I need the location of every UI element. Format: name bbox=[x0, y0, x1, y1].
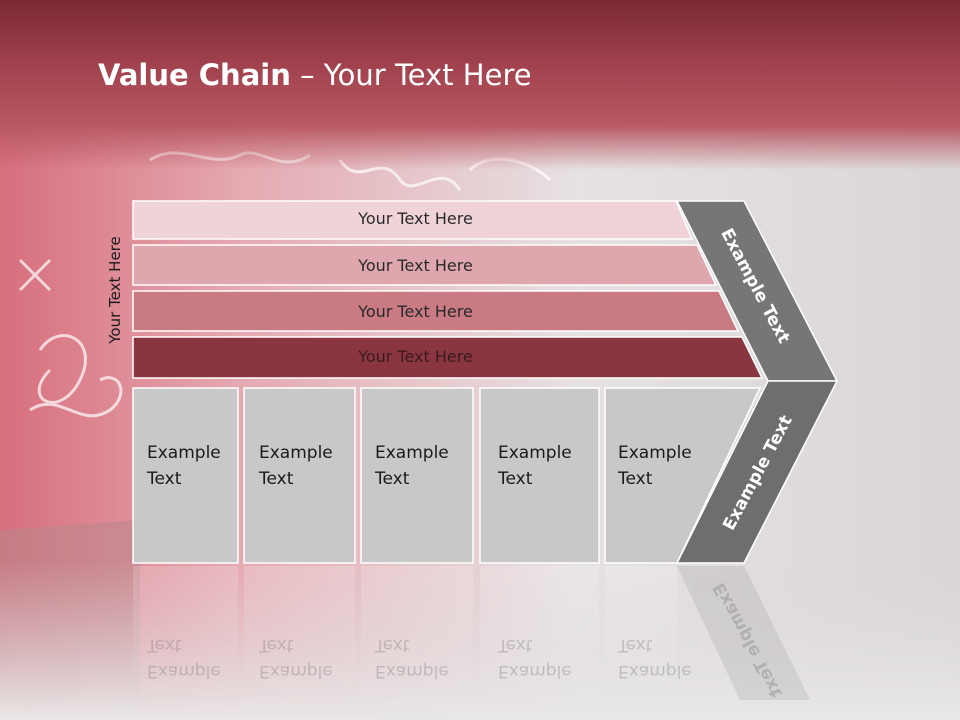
bar-3 bbox=[132, 290, 740, 332]
bar-label-3: Your Text Here bbox=[358, 302, 473, 321]
cell-3-line1: Example bbox=[375, 443, 449, 463]
cell-label-3: Example Text bbox=[375, 440, 449, 492]
cell-box-1 bbox=[132, 387, 239, 564]
cell-box-3 bbox=[360, 387, 474, 564]
cell-box-2 bbox=[243, 387, 356, 564]
cell-5-line1: Example bbox=[618, 443, 692, 463]
cell-4-line1: Example bbox=[498, 443, 572, 463]
reflection bbox=[133, 566, 810, 700]
title-bold: Value Chain bbox=[98, 58, 291, 92]
bar-label-4: Your Text Here bbox=[358, 347, 473, 366]
arrow-lower bbox=[675, 380, 839, 564]
cell-label-4: Example Text bbox=[498, 440, 572, 492]
cell-2-line1: Example bbox=[259, 443, 333, 463]
cell-label-5: Example Text bbox=[618, 440, 692, 492]
cell-box-5 bbox=[604, 387, 762, 564]
cell-2-line2: Text bbox=[259, 469, 294, 489]
cell-box-4 bbox=[479, 387, 600, 564]
bar-1 bbox=[132, 200, 694, 240]
cell-1-line1: Example bbox=[147, 443, 221, 463]
page-title: Value Chain – Your Text Here bbox=[98, 55, 532, 95]
title-rest: – Your Text Here bbox=[290, 58, 532, 92]
cell-1-line2: Text bbox=[147, 469, 182, 489]
cell-4-line2: Text bbox=[498, 469, 533, 489]
bar-label-1: Your Text Here bbox=[358, 209, 473, 228]
bar-label-2: Your Text Here bbox=[358, 256, 473, 275]
bar-2 bbox=[132, 244, 718, 286]
cell-label-1: Example Text bbox=[147, 440, 221, 492]
cell-3-line2: Text bbox=[375, 469, 410, 489]
cell-label-2: Example Text bbox=[259, 440, 333, 492]
bar-4 bbox=[132, 336, 764, 379]
cell-5-line2: Text bbox=[618, 469, 653, 489]
